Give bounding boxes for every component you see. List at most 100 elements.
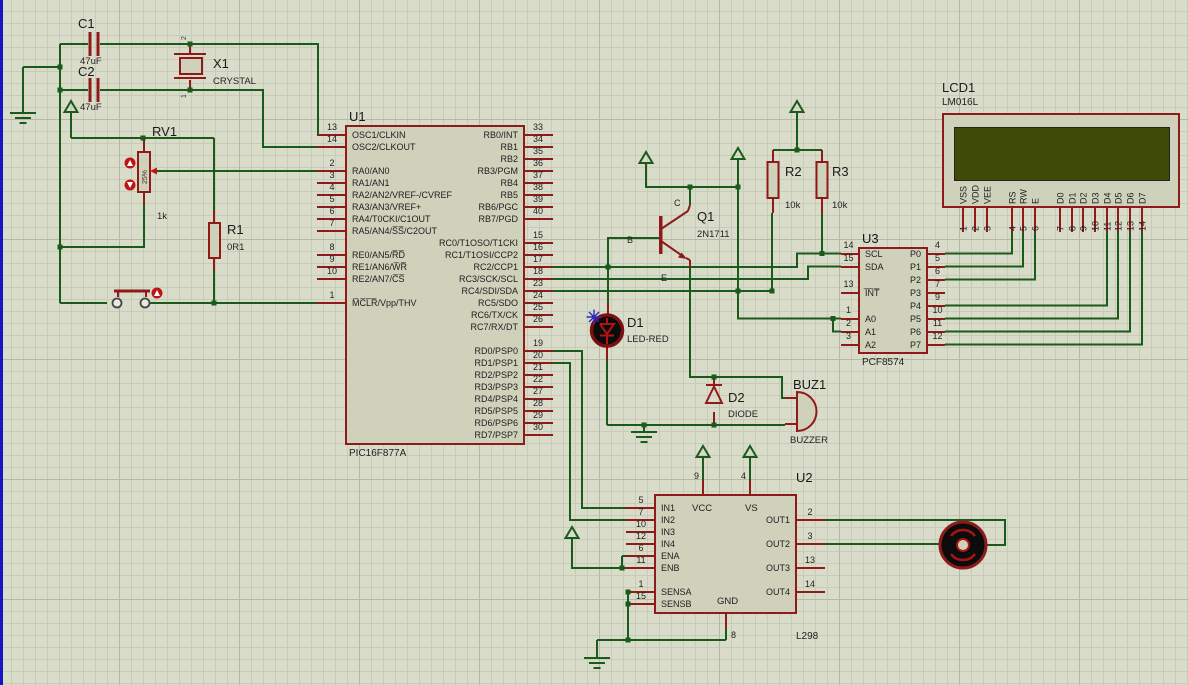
lcd-pin-number: 9	[1079, 226, 1089, 231]
pin-name: RD3/PSP3	[474, 382, 518, 392]
pin-name: RB3/PGM	[477, 166, 518, 176]
pin-number: 22	[532, 374, 543, 384]
resistor-r3[interactable]: R3 10k	[815, 161, 849, 211]
u3-right-pins: 4 P0 5 P1 6 P2 7 P3	[860, 240, 945, 351]
pin-number: 2	[329, 158, 335, 168]
pin-row: 28 RD5/PSP5	[347, 398, 553, 417]
pin-stub[interactable]	[525, 326, 553, 328]
potentiometer-rv1[interactable]: 25% RV1 1k	[124, 124, 178, 222]
pin-name: OUT4	[765, 587, 790, 597]
pin-stub[interactable]	[797, 591, 825, 593]
diode-d2[interactable]: D2 DIODE	[704, 384, 758, 420]
r1-ref-label: R1	[227, 222, 244, 237]
pin-stub[interactable]	[317, 146, 345, 148]
power-arrow-icon	[695, 445, 711, 458]
pin-number: 5	[934, 253, 940, 263]
pin-number: 6	[329, 206, 335, 216]
pin-number: 24	[532, 290, 543, 300]
lcd1-display[interactable]: LCD1 LM016L	[942, 80, 1180, 208]
pin-name: RD0/PSP0	[474, 346, 518, 356]
pin-stub[interactable]	[525, 434, 553, 436]
crystal-x1[interactable]: 2 1 X1 CRYSTAL	[174, 36, 256, 98]
pin-number: 40	[532, 206, 543, 216]
pin-name: OUT1	[765, 515, 790, 525]
u1-part-label: PIC16F877A	[349, 448, 407, 459]
pin-row: 6 P2	[860, 266, 945, 286]
pin-stub[interactable]	[317, 230, 345, 232]
pin-name: RB6/PGC	[478, 202, 518, 212]
chip-u1-pic16f877a[interactable]: U1 13 OSC1/CLKIN 14 OSC2/CLKOUT	[317, 109, 553, 459]
pin-row	[656, 574, 795, 586]
pin-number: 33	[532, 122, 543, 132]
pin-stub[interactable]	[626, 603, 654, 605]
rv1-value-label: 1k	[157, 211, 167, 222]
power-arrow-icon	[63, 100, 79, 113]
pin-name: RC0/T1OSO/T1CKI	[438, 238, 518, 248]
capacitor-c1[interactable]: C1 47uF	[78, 16, 102, 67]
pin-stub[interactable]	[797, 519, 825, 521]
pin-row	[656, 550, 795, 562]
lcd-pin-number: 12	[1114, 221, 1124, 231]
pin-number: 29	[532, 410, 543, 420]
c1-value-label: 47uF	[80, 56, 102, 67]
u2-gnd-pin-number: 8	[731, 630, 736, 640]
led-d1[interactable]: D1 LED-RED	[586, 309, 669, 348]
pin-row: 5 P1	[860, 253, 945, 273]
pin-number: 17	[532, 254, 543, 264]
pin-number: 20	[532, 350, 543, 360]
resistor-r1[interactable]: R1 0R1	[208, 222, 244, 259]
pin-stub[interactable]	[317, 302, 345, 304]
capacitor-c2[interactable]: C2 47uF	[78, 64, 102, 113]
u2-vcc-label: VCC	[692, 503, 713, 514]
pin-number: 14	[804, 579, 815, 589]
power-arrow-icon	[789, 100, 805, 113]
pin-number: 1	[638, 579, 644, 589]
pin-name: P4	[909, 300, 921, 311]
buzzer-buz1[interactable]: BUZ1 BUZZER	[790, 377, 828, 446]
lcd-pin-number: 10	[1091, 221, 1101, 231]
pin-stub[interactable]	[841, 265, 858, 268]
c1-ref-label: C1	[78, 16, 95, 31]
ground-icon	[9, 112, 37, 124]
pot-decrease-button[interactable]	[124, 179, 136, 191]
pin-number: 13	[326, 122, 337, 132]
pin-stub[interactable]	[797, 567, 825, 569]
pot-increase-button[interactable]	[124, 157, 136, 169]
pin-number: 28	[532, 398, 543, 408]
pin-stub[interactable]	[928, 343, 945, 346]
transistor-q1[interactable]: Q1 2N1711 C B E	[627, 198, 730, 283]
u1-right-pins: 33 RB0/INT 34 RB1 35 RB2 36	[347, 122, 553, 441]
pin-row: 16 RC1/T1OSI/CCP2	[347, 242, 553, 261]
pin-number: 10	[932, 305, 943, 315]
motor[interactable]	[938, 520, 988, 570]
pin-number: 7	[638, 507, 644, 517]
pin-number: 13	[804, 555, 815, 565]
pin-stub[interactable]	[797, 543, 825, 545]
pin-number: 1	[845, 305, 851, 315]
chip-u2-l298[interactable]: U2 5 IN1 7 IN2 10 IN3	[626, 470, 825, 642]
pin-stub[interactable]	[317, 278, 345, 280]
q1-collector-label: C	[674, 198, 681, 208]
push-button[interactable]	[111, 287, 163, 309]
pin-row: 36 RB3/PGM	[347, 158, 553, 177]
pin-stub[interactable]	[841, 343, 858, 346]
pin-number: 15	[843, 253, 854, 263]
pin-stub[interactable]	[626, 567, 654, 569]
pin-row: 24 RC5/SDO	[347, 290, 553, 309]
chip-u3-pcf8574[interactable]: U3 14 SCL 15 SDA	[841, 231, 945, 368]
lcd-pin-number: 14	[1138, 221, 1148, 231]
pin-name: RD5/PSP5	[474, 406, 518, 416]
lcd-pin-number: 4	[1008, 226, 1018, 231]
resistor-r2[interactable]: R2 10k	[766, 161, 802, 211]
pin-number: 23	[532, 278, 543, 288]
pin-row: 17 RC2/CCP1	[347, 254, 553, 273]
pin-row	[656, 526, 795, 538]
pin-stub[interactable]	[841, 291, 858, 294]
q1-base-label: B	[627, 235, 633, 245]
pin-stub[interactable]	[525, 218, 553, 220]
pin-row: 27 RD4/PSP4	[347, 386, 553, 405]
pin-name: P5	[909, 313, 921, 324]
button-actuator[interactable]	[151, 287, 163, 299]
